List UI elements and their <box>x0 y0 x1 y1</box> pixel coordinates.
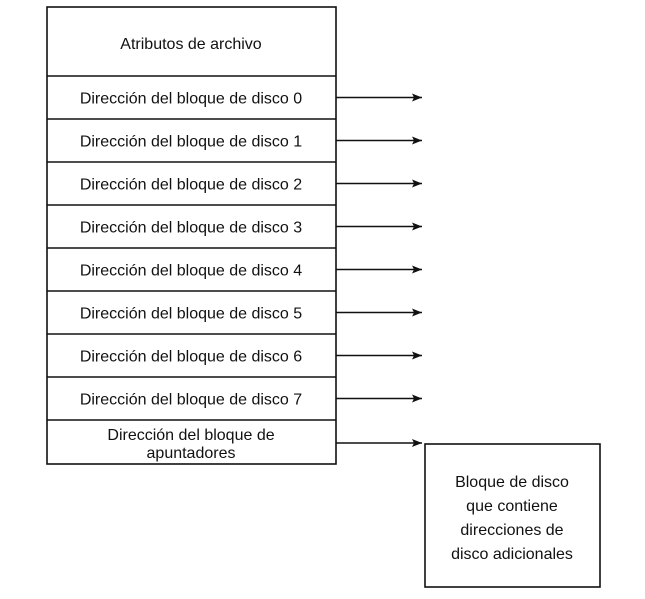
additional-block-line3: direcciones de <box>460 522 563 539</box>
additional-block-outline <box>424 443 601 588</box>
inode-outline <box>46 6 337 465</box>
disk-address-row-6: Dirección del bloque de disco 6 <box>80 349 302 366</box>
inode-table: Atributos de archivo Dirección del bloqu… <box>46 6 422 465</box>
additional-disk-block: Bloque de disco que contiene direcciones… <box>424 443 601 588</box>
additional-block-line2: que contiene <box>466 498 558 515</box>
additional-block-line4: disco adicionales <box>451 546 573 563</box>
file-attributes-label: Atributos de archivo <box>120 36 262 53</box>
disk-address-row-3: Dirección del bloque de disco 3 <box>80 220 302 237</box>
disk-address-row-1: Dirección del bloque de disco 1 <box>80 134 302 151</box>
address-rows: Dirección del bloque de disco 0 Dirección… <box>47 91 422 421</box>
disk-address-row-5: Dirección del bloque de disco 5 <box>80 306 302 323</box>
additional-block-line1: Bloque de disco <box>455 474 569 491</box>
pointer-block-label-line1: Dirección del bloque de <box>107 427 274 444</box>
disk-address-row-2: Dirección del bloque de disco 2 <box>80 177 302 194</box>
pointer-block-label-line2: apuntadores <box>147 445 236 462</box>
disk-address-row-7: Dirección del bloque de disco 7 <box>80 392 302 409</box>
disk-address-row-4: Dirección del bloque de disco 4 <box>80 263 302 280</box>
disk-address-row-0: Dirección del bloque de disco 0 <box>80 91 302 108</box>
